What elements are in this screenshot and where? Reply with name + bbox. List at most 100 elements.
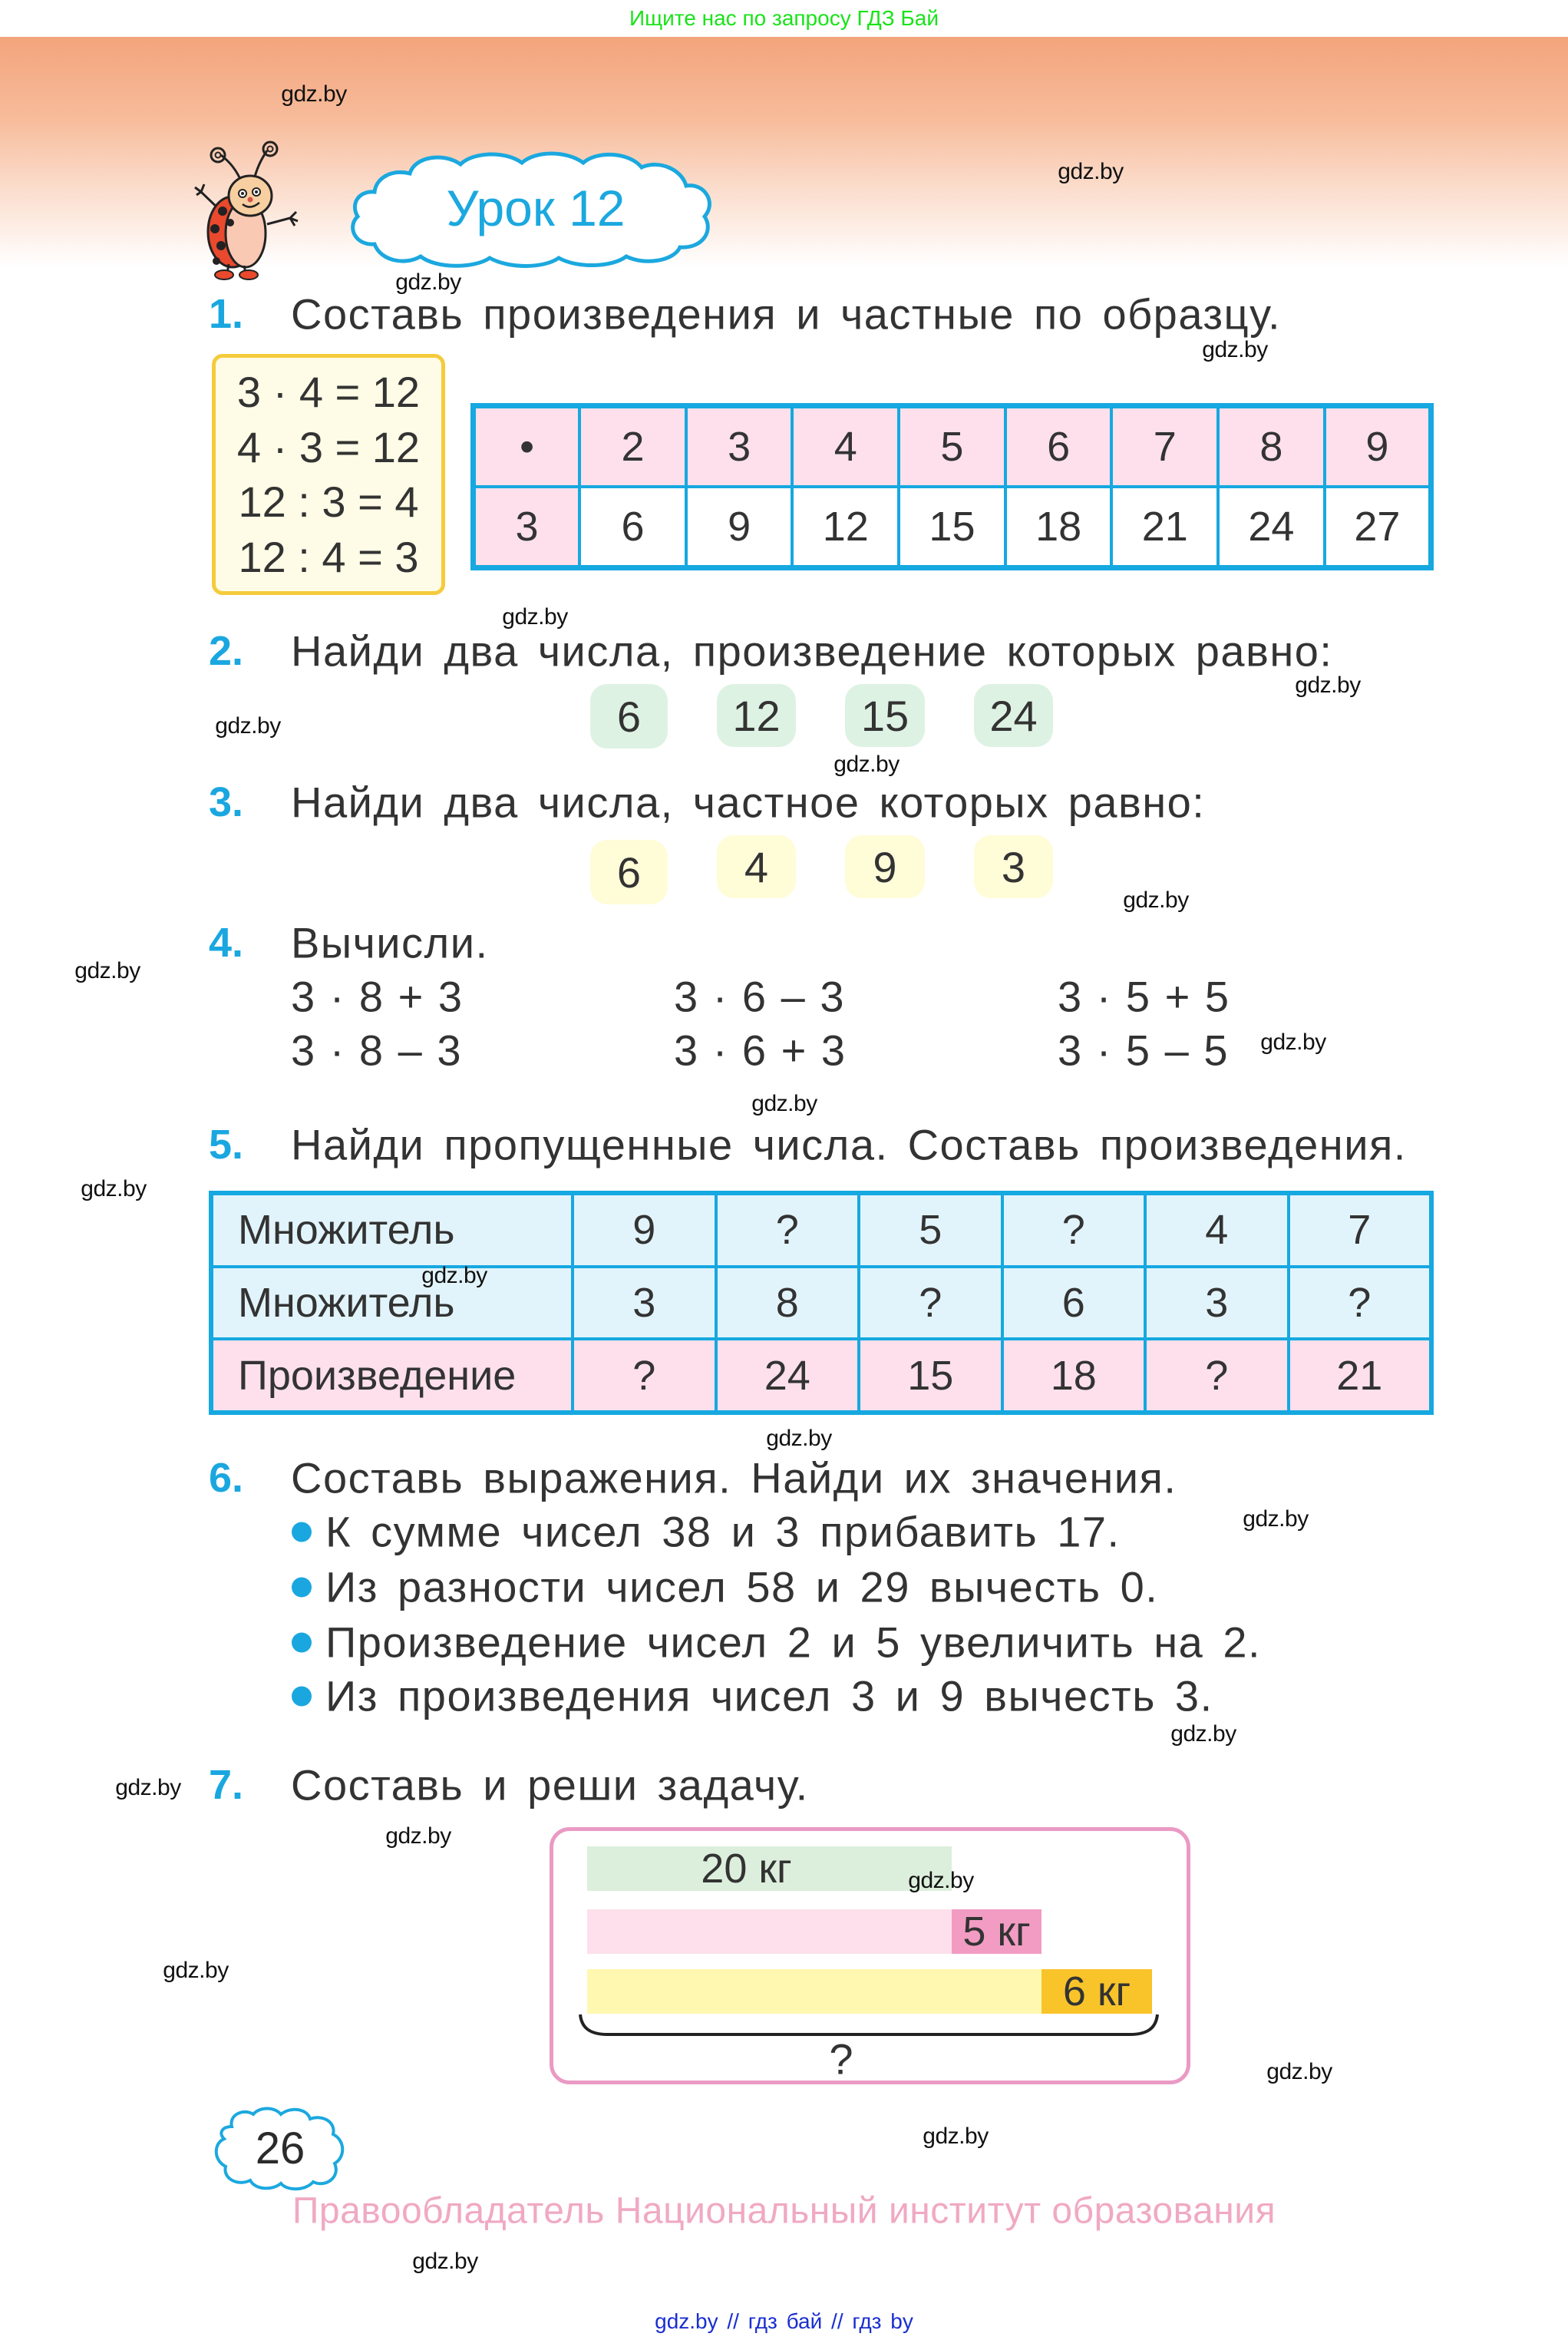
table-cell: 15 (897, 485, 1007, 570)
watermark: gdz.by (281, 81, 347, 107)
missing-numbers-table: Множитель 9 ? 5 ? 4 7 Множитель 3 8 ? 6 … (209, 1191, 1434, 1415)
number-card: 12 (717, 684, 796, 747)
table-cell: ? (857, 1264, 1004, 1341)
table-cell: 24 (714, 1337, 860, 1414)
table-cell: 18 (1000, 1337, 1147, 1414)
table-cell: 8 (714, 1264, 860, 1341)
sample-line: 12 : 3 = 4 (238, 478, 419, 527)
table-cell: • (471, 404, 582, 488)
table-cell: 3 (684, 404, 794, 488)
watermark: gdz.by (115, 1775, 181, 1800)
watermark: gdz.by (421, 1263, 487, 1288)
exercise-1-text: Составь произведения и частные по образц… (291, 289, 1282, 339)
bullet-icon (292, 1577, 312, 1597)
sample-line: 3 · 4 = 12 (236, 368, 421, 417)
number-card: 24 (974, 684, 1053, 747)
watermark: gdz.by (163, 1958, 229, 1983)
list-item-text: К сумме чисел 38 и 3 прибавить 17. (325, 1507, 1121, 1556)
table-cell: 9 (571, 1191, 718, 1268)
exercise-1-number: 1. (209, 291, 244, 337)
table-cell: 21 (1286, 1337, 1433, 1414)
bullet-icon (292, 1632, 312, 1652)
row-label: Множитель (210, 1191, 574, 1268)
watermark: gdz.by (81, 1176, 147, 1201)
expression: 3 · 8 + 3 (291, 972, 464, 1021)
expression: 3 · 5 – 5 (1058, 1026, 1230, 1075)
table-row: 3 6 9 12 15 18 21 24 27 (471, 485, 1433, 570)
watermark: gdz.by (908, 1868, 974, 1893)
table-cell: 15 (857, 1337, 1004, 1414)
watermark: gdz.by (1058, 159, 1124, 184)
watermark: gdz.by (923, 2124, 989, 2149)
number-card: 9 (845, 835, 925, 898)
exercise-4-number: 4. (209, 920, 244, 966)
exercise-6-number: 6. (209, 1455, 244, 1501)
watermark: gdz.by (215, 713, 281, 739)
watermark: gdz.by (751, 1091, 817, 1116)
watermark: gdz.by (1170, 1721, 1236, 1747)
expression: 3 · 6 – 3 (674, 972, 846, 1021)
exercise-4-text: Вычисли. (291, 918, 489, 967)
page-number-cloud: 26 (210, 2104, 350, 2193)
watermark: gdz.by (1295, 673, 1361, 698)
table-row: Множитель 3 8 ? 6 3 ? (210, 1264, 1433, 1341)
table-row: Множитель 9 ? 5 ? 4 7 (210, 1191, 1433, 1268)
cloud-shape-icon (214, 2107, 345, 2191)
exercise-7-number: 7. (209, 1762, 244, 1808)
bullet-icon (292, 1686, 312, 1706)
watermark: gdz.by (834, 752, 900, 777)
watermark: gdz.by (1260, 1030, 1326, 1055)
table-cell: 24 (1216, 485, 1326, 570)
lesson-title: Урок 12 (446, 180, 626, 236)
table-row: Произведение ? 24 15 18 ? 21 (210, 1337, 1433, 1414)
bar-1-label: 20 кг (701, 1846, 792, 1892)
list-item: К сумме чисел 38 и 3 прибавить 17. (292, 1507, 1121, 1557)
table-cell: 9 (1322, 404, 1433, 488)
exercise-5-text: Найди пропущенные числа. Составь произве… (291, 1120, 1407, 1169)
table-cell: 21 (1110, 485, 1220, 570)
total-question: ? (829, 2034, 853, 2084)
sample-line: 12 : 4 = 3 (238, 532, 419, 581)
expression: 3 · 6 + 3 (674, 1026, 847, 1075)
watermark: gdz.by (502, 604, 568, 630)
list-item-text: Из произведения чисел 3 и 9 вычесть 3. (325, 1671, 1213, 1720)
table-cell: 8 (1216, 404, 1326, 488)
brace-icon (579, 2014, 1159, 2036)
table-cell: ? (1000, 1191, 1147, 1268)
table-cell: 9 (684, 485, 794, 570)
bottom-links[interactable]: gdz.by // гдз бай // гдз by (655, 2309, 913, 2333)
list-item: Из разности чисел 58 и 29 вычесть 0. (292, 1562, 1158, 1612)
watermark: gdz.by (1243, 1506, 1309, 1532)
exercise-5-number: 5. (209, 1122, 244, 1168)
bar-2-extra-label: 5 кг (962, 1909, 1031, 1955)
table-cell: 27 (1322, 485, 1433, 570)
exercise-3-number: 3. (209, 779, 244, 825)
list-item: Произведение чисел 2 и 5 увеличить на 2. (292, 1618, 1261, 1667)
top-banner: Ищите нас по запросу ГДЗ Бай (0, 0, 1568, 37)
table-cell: 2 (578, 404, 688, 488)
exercise-3-text: Найди два числа, частное которых равно: (291, 778, 1206, 827)
bar-3-extra-label: 6 кг (1062, 1968, 1131, 2014)
table-cell: 3 (1144, 1264, 1290, 1341)
copyright-notice: Правообладатель Национальный институт об… (292, 2190, 1276, 2232)
table-cell: 6 (578, 485, 688, 570)
sample-box: 3 · 4 = 12 4 · 3 = 12 12 : 3 = 4 12 : 4 … (212, 354, 445, 595)
table-cell: 6 (1000, 1264, 1147, 1341)
watermark: gdz.by (1123, 887, 1189, 913)
top-banner-text: Ищите нас по запросу ГДЗ Бай (629, 6, 939, 30)
list-item-text: Произведение чисел 2 и 5 увеличить на 2. (325, 1618, 1262, 1667)
exercise-2-number: 2. (209, 628, 244, 674)
table-cell: 4 (791, 404, 901, 488)
table-cell: ? (714, 1191, 860, 1268)
bar-3-extra: 6 кг (1041, 1968, 1152, 2014)
watermark: gdz.by (395, 269, 461, 295)
row-label: Множитель (210, 1264, 574, 1341)
table-cell: 5 (897, 404, 1007, 488)
list-item-text: Из разности чисел 58 и 29 вычесть 0. (325, 1562, 1159, 1611)
list-item: Из произведения чисел 3 и 9 вычесть 3. (292, 1671, 1213, 1721)
number-card: 6 (590, 840, 668, 904)
bar-1: 20 кг (587, 1846, 952, 1892)
bullet-icon (292, 1522, 312, 1542)
sample-line: 4 · 3 = 12 (236, 422, 421, 471)
table-cell: 3 (571, 1264, 718, 1341)
